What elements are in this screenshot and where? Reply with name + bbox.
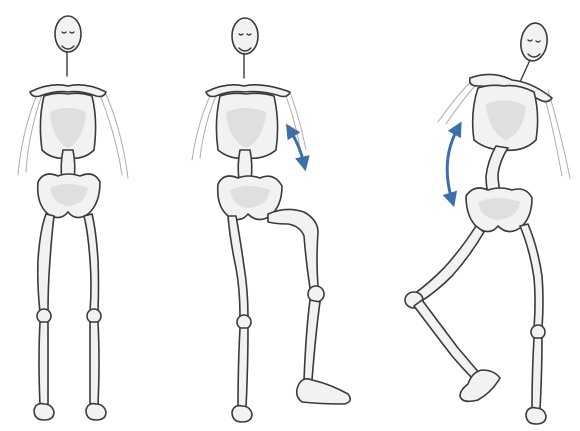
- skull: [55, 16, 81, 52]
- skeleton-figure-standing: [18, 16, 128, 420]
- skull: [518, 21, 549, 62]
- skull: [232, 18, 258, 54]
- skeleton-figure-leg-raised: [192, 18, 350, 422]
- double-arrow-icon: [447, 128, 458, 200]
- skeleton-figure-squat-lean: [405, 21, 570, 424]
